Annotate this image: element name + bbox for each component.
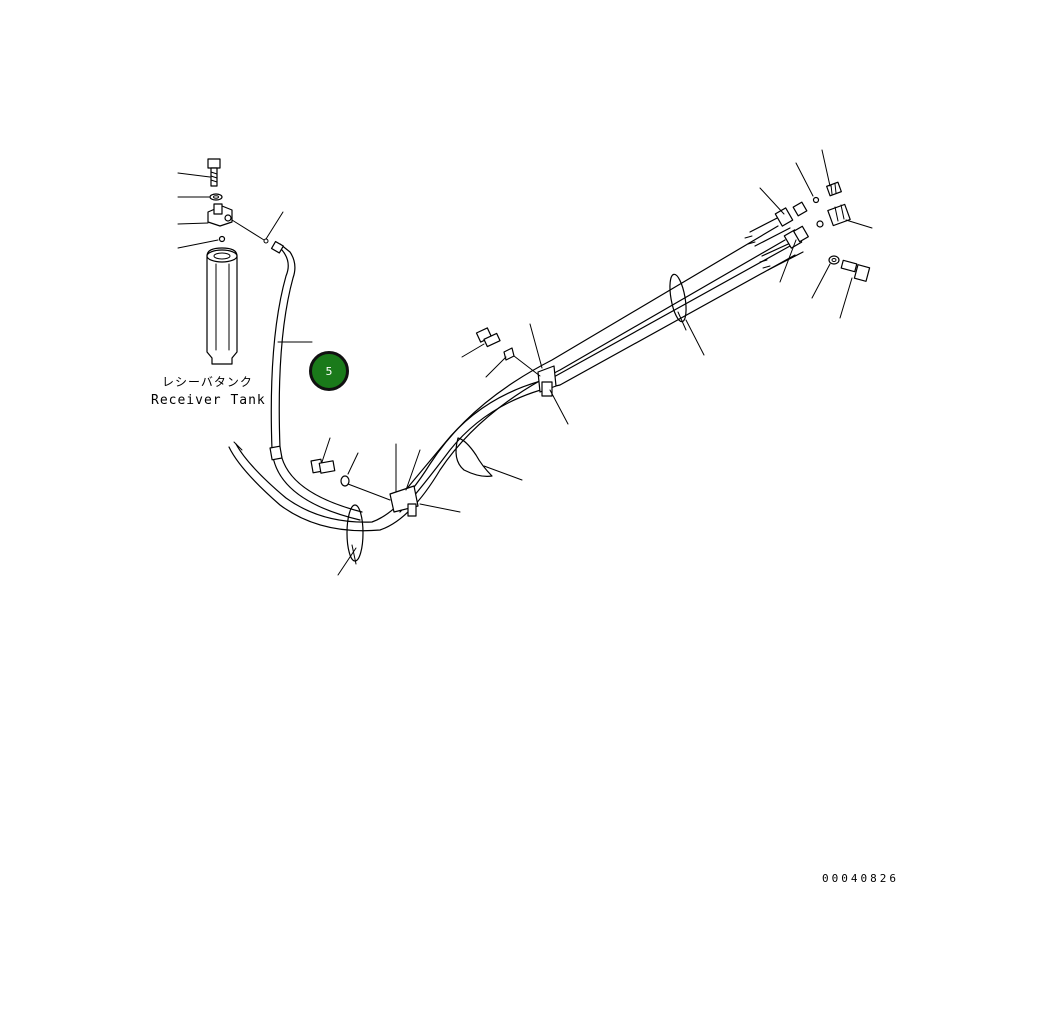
o-ring-icon: [218, 235, 226, 243]
bolt-icon: [840, 259, 871, 282]
bolt-icon: [207, 158, 221, 187]
main-hoses: [228, 201, 809, 532]
callout-5-button[interactable]: 5: [309, 351, 349, 391]
union-fitting-icon: [826, 181, 842, 197]
receiver-hose: [269, 240, 363, 521]
lower-bolt-assembly: [233, 437, 523, 576]
washer-icon: [340, 475, 350, 487]
center-bolt-assembly: [461, 319, 705, 425]
receiver-tank-icon: [206, 247, 238, 365]
o-ring-icon: [812, 196, 820, 204]
o-ring-icon: [816, 220, 824, 228]
bracket-icon: [207, 203, 233, 227]
receiver-tank-assembly: [177, 158, 284, 365]
washer-icon: [209, 193, 223, 201]
bolt-icon: [310, 458, 336, 474]
bolt-icon: [475, 327, 501, 348]
drawing-number: 00040826: [822, 872, 899, 885]
washer-icon: [828, 255, 840, 265]
right-fittings: [759, 149, 873, 319]
union-fitting-icon: [827, 203, 851, 227]
hose-clamps: [346, 273, 687, 565]
receiver-tank-label-jp: レシーバタンク: [162, 375, 253, 389]
receiver-tank-label-en: Receiver Tank: [151, 393, 266, 408]
callout-number: 5: [325, 364, 333, 378]
